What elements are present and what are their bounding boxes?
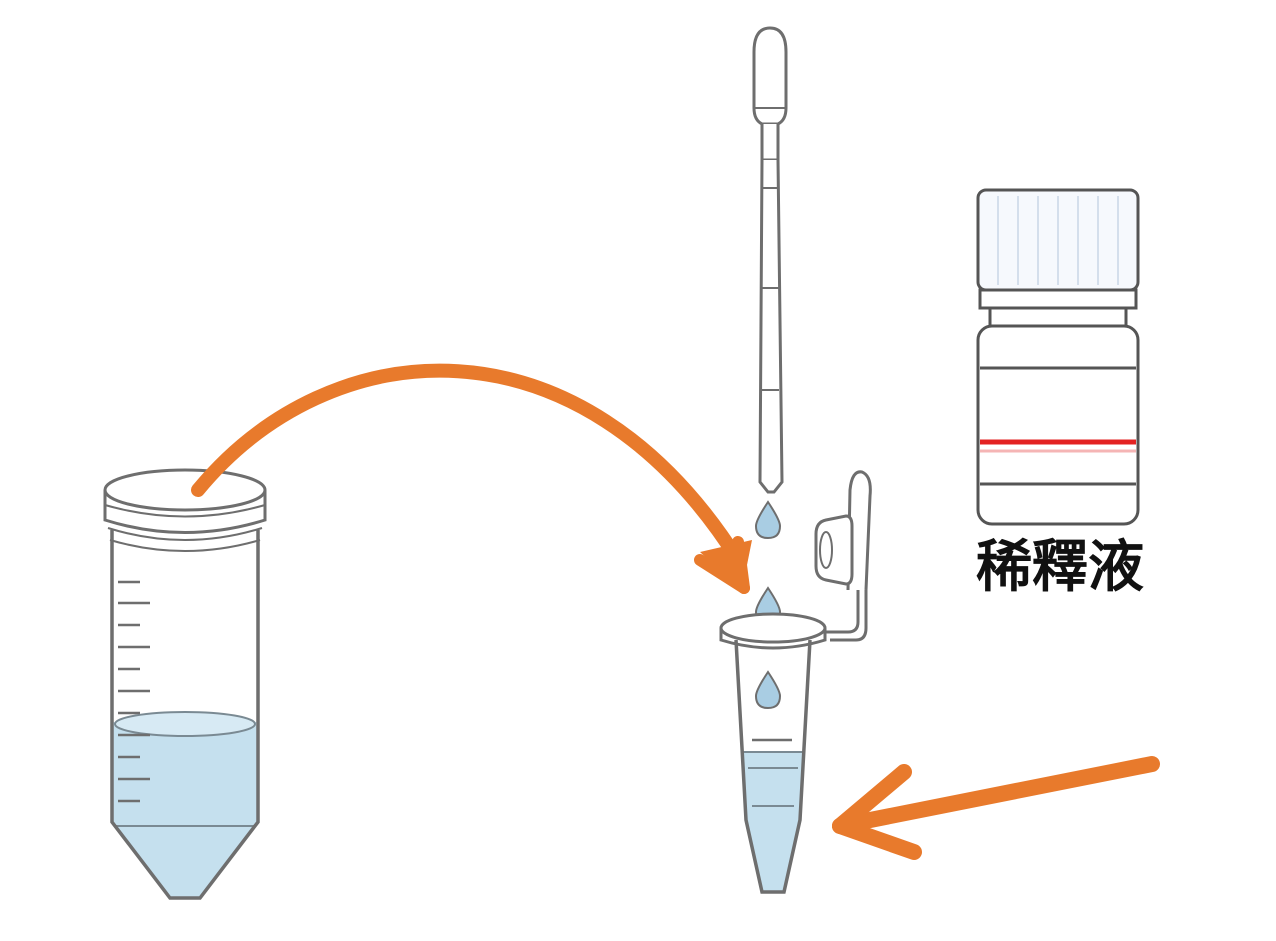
- pipette-icon: [752, 26, 788, 494]
- transfer-arrow-icon: [191, 363, 752, 594]
- drop-icons: [754, 500, 782, 710]
- conical-tube-icon: [103, 468, 267, 900]
- drop-icon: [754, 500, 782, 540]
- pointer-arrow-icon: [832, 756, 1160, 860]
- diluent-label: 稀釋液: [976, 535, 1144, 600]
- drop-icon: [754, 670, 782, 710]
- diluent-bottle-icon: [976, 188, 1140, 526]
- microtube-icon: [719, 470, 872, 894]
